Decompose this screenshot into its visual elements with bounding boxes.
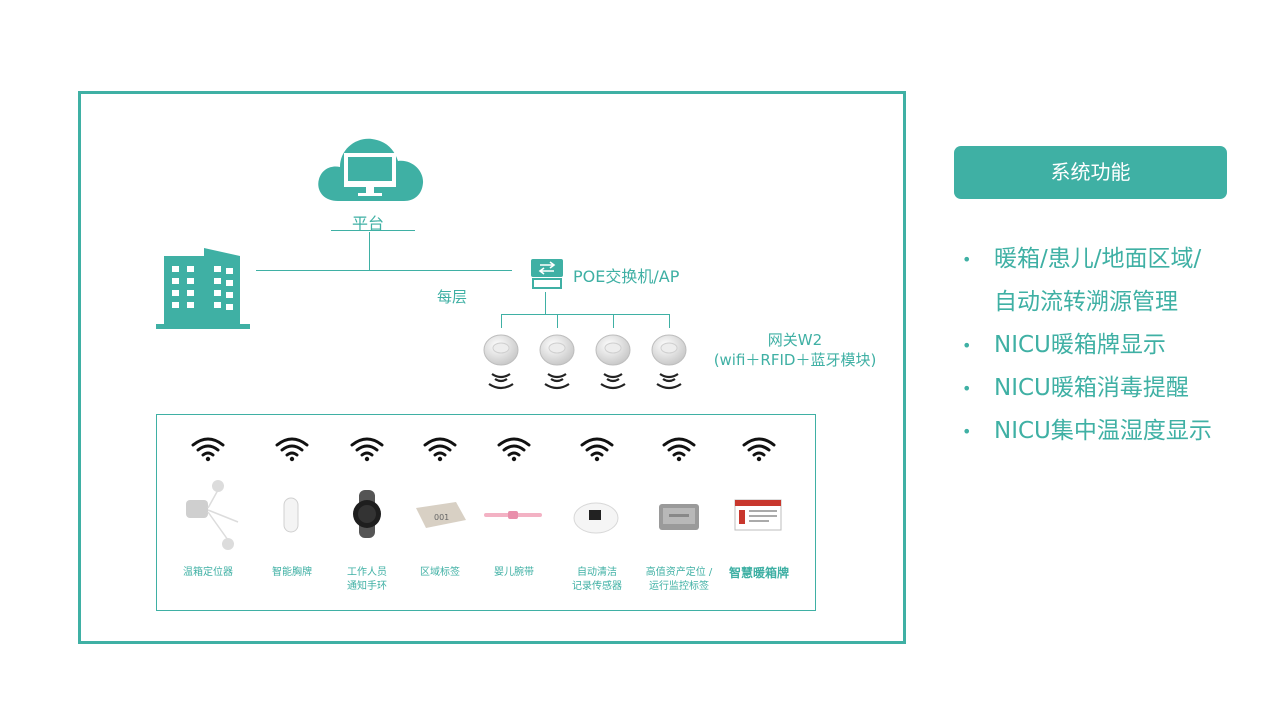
feature-item: • NICU暖箱消毒提醒 [958,367,1258,410]
gateway-branch-line [557,314,558,328]
device-label-line1: 区域标签 [420,567,460,578]
wifi-icon [662,437,696,462]
device-label-line2: 记录传感器 [572,581,622,592]
device-image [186,480,239,550]
feature-item: • NICU集中温湿度显示 [958,410,1258,453]
device-label-line1: 智慧暖箱牌 [728,566,789,580]
device-image [283,497,299,533]
feature-text: NICU集中温湿度显示 [994,418,1212,444]
gateway-ap-icon [651,334,687,390]
bullet-icon: • [962,379,972,398]
feature-item: • NICU暖箱牌显示 [958,324,1258,367]
bullet-icon: • [962,422,972,441]
device-label: 智能胸牌 [247,566,337,580]
cloud-monitor-icon [318,138,424,201]
wifi-icon [191,437,225,462]
floor-connection-line [256,270,512,271]
device-label: 智慧暖箱牌 [714,566,804,580]
device-label-line2: 通知手环 [347,581,387,592]
gateway-label: 网关W2 (wifi＋RFID＋蓝牙模块) [700,330,890,370]
device-label-line1: 自动清洁 [577,567,617,578]
bullet-icon: • [962,250,972,269]
wifi-icon [350,437,384,462]
wifi-icon [423,437,457,462]
device-label-line1: 工作人员 [347,567,387,578]
wifi-icon [275,437,309,462]
gateway-ap-icon [483,334,519,390]
switch-label: POE交换机/AP [573,267,680,286]
wifi-icon [580,437,614,462]
device-image [484,511,542,519]
device-label: 工作人员通知手环 [322,566,412,594]
gateway-label-line2: (wifi＋RFID＋蓝牙模块) [713,351,877,369]
gateway-branch-line [669,314,670,328]
device-label: 温箱定位器 [163,566,253,580]
gateway-branch-line [613,314,614,328]
gateway-branch-line [501,314,502,328]
floor-label: 每层 [437,288,468,306]
building-icon [156,248,250,329]
system-functions-title: 系统功能 [954,146,1227,199]
gateway-bus-line [501,314,669,315]
device-label-line1: 智能胸牌 [272,567,312,578]
feature-text: 暖箱/患儿/地面区域/ [994,246,1202,272]
diagram-frame [78,91,906,644]
device-label-line1: 婴儿腕带 [494,567,534,578]
device-label-line2: 运行监控标签 [649,581,709,592]
gateway-label-line1: 网关W2 [767,331,823,349]
switch-drop-line [545,292,546,314]
platform-underline [331,230,415,231]
platform-connection-line [369,232,370,270]
device-label: 自动清洁记录传感器 [552,566,642,594]
switch-icon [531,259,563,289]
device-image: 001 [416,502,466,528]
device-image [353,490,381,538]
feature-text-cont: 自动流转溯源管理 [994,289,1178,315]
device-label: 区域标签 [395,566,485,580]
device-label-line1: 温箱定位器 [183,567,233,578]
feature-text: NICU暖箱牌显示 [994,332,1166,358]
gateway-ap-icon [595,334,631,390]
device-image [659,504,699,530]
bullet-icon: • [962,336,972,355]
device-panel [156,414,816,611]
feature-item: • 暖箱/患儿/地面区域/ 自动流转溯源管理 [958,238,1258,324]
device-label-line1: 高值资产定位 / [645,567,713,578]
gateway-ap-icon [539,334,575,390]
device-image [573,502,619,534]
feature-text: NICU暖箱消毒提醒 [994,375,1189,401]
wifi-icon [742,437,776,462]
device-label: 婴儿腕带 [469,566,559,580]
area-tag-text: 001 [434,513,449,522]
feature-list: • 暖箱/患儿/地面区域/ 自动流转溯源管理 • NICU暖箱牌显示 • NIC… [958,238,1258,453]
device-label: 高值资产定位 / 运行监控标签 [634,566,724,594]
device-image [734,499,782,531]
wifi-icon [497,437,531,462]
platform-label: 平台 [352,214,385,233]
